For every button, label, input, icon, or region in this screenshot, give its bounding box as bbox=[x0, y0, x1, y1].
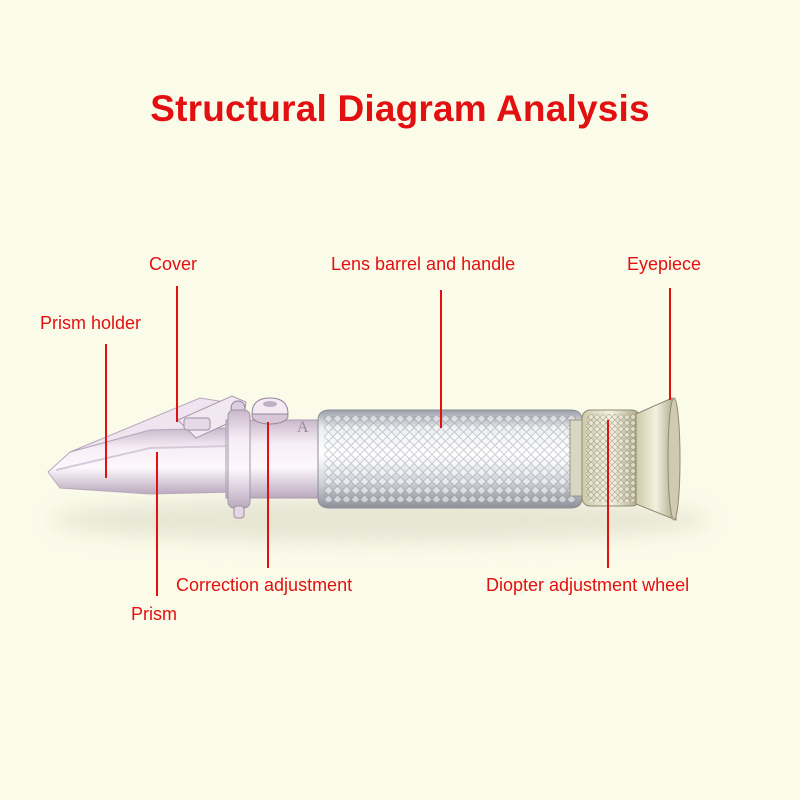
diopter-wheel-part bbox=[569, 409, 641, 507]
eyepiece-label: Eyepiece bbox=[627, 254, 702, 274]
diopter-adjustment-wheel-label: Diopter adjustment wheel bbox=[486, 575, 690, 595]
page-title: Structural Diagram Analysis bbox=[150, 88, 650, 129]
prism-holder-label: Prism holder bbox=[40, 313, 142, 333]
device-shadow bbox=[50, 498, 710, 542]
prism-label: Prism bbox=[131, 604, 177, 624]
lens-barrel-handle-label: Lens barrel and handle bbox=[331, 254, 516, 274]
prism-holder-body: A bbox=[225, 409, 327, 519]
eyepiece-part bbox=[635, 397, 681, 521]
correction-adjustment-label: Correction adjustment bbox=[176, 575, 353, 595]
engraved-mark: A bbox=[297, 419, 309, 436]
correction-screw bbox=[251, 397, 289, 425]
lens-barrel-handle-part bbox=[317, 409, 583, 509]
cover-label: Cover bbox=[149, 254, 198, 274]
